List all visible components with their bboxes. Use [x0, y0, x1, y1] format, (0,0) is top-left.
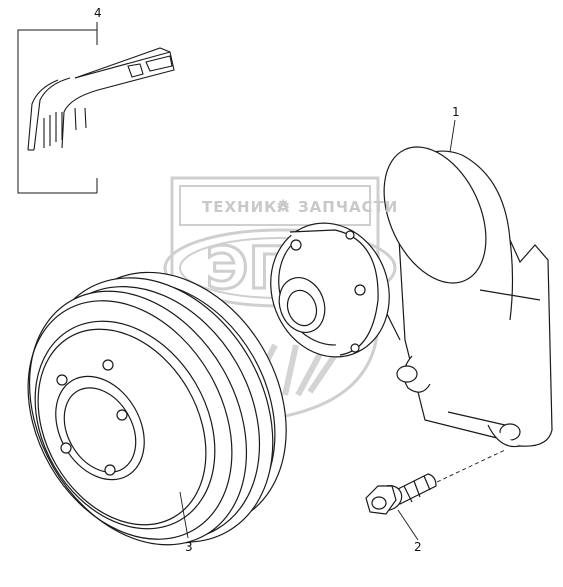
- watermark-word-left: ТЕХНИКА: [202, 198, 291, 216]
- leader-lines: [179, 119, 506, 541]
- callout-4: 4: [94, 6, 102, 20]
- watermark-gear-icon: ⚙: [276, 196, 292, 215]
- inset-bracket-part: [27, 47, 175, 151]
- pulley: [27, 271, 287, 546]
- watermark-word-right: ЗАПЧАСТИ: [298, 198, 399, 216]
- inset-frame: [17, 22, 98, 194]
- callout-1: 1: [452, 105, 460, 119]
- pump-hub-flange: [270, 222, 390, 358]
- callout-2: 2: [414, 540, 422, 554]
- water-pump: [379, 146, 553, 448]
- callout-3: 3: [185, 540, 193, 554]
- flange-bolt: [365, 473, 437, 515]
